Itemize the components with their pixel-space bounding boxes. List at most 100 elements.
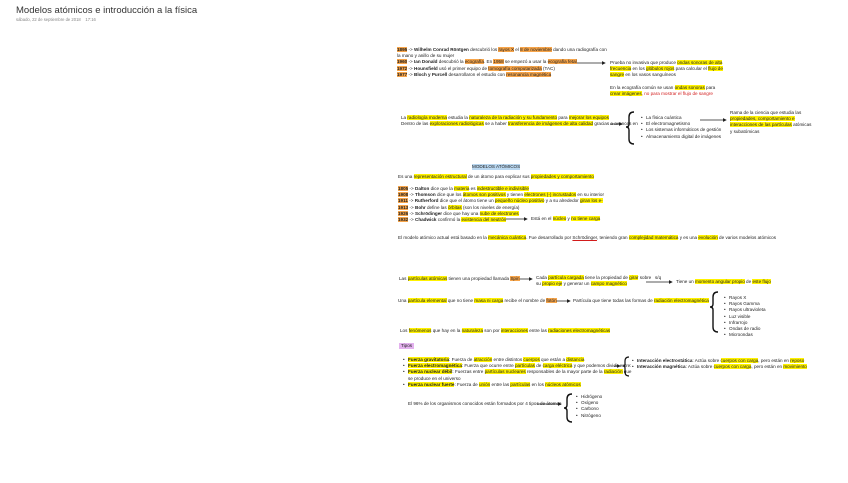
hl: radiación electromagnética [653,298,709,303]
hl: este flujo [752,279,771,284]
hl: flujo de [708,66,723,72]
hl: ondas sonoras de alta [677,60,723,65]
text: : Fuerza de [449,357,474,362]
list-item: Hidrógeno [576,394,602,400]
hl: atracción [473,357,493,362]
text: dice que la [429,186,455,191]
year: 1932 [398,217,409,223]
hl: crear imágenes [610,90,642,96]
name: Bloch y Purcell [414,71,448,77]
photon-detail: Partícula que tiene todas las formas de … [573,298,709,304]
name: Interacción electrostática [637,358,693,363]
name: Dalton [415,186,430,191]
text: , pero están en [751,364,784,370]
name: Bohr [415,204,426,210]
time-text: 17:16 [85,17,96,22]
hl: electrones (-) incrustados [524,192,577,198]
list-item: 1932 -> Chadwick confirmó la existencia … [398,217,507,223]
timeline-block: 1895 -> Wilhelm Conrad Röntgen descubrió… [397,47,607,78]
text: tiene la propiedad de [583,275,630,280]
text: : Actúa sobre [685,364,714,370]
hl: existencia del neutrón [461,217,507,223]
hl: cuerpos [523,357,540,362]
text: descubrió los [468,47,499,52]
text: : Actúa sobre [692,358,721,363]
year: 1960 [397,59,408,65]
name: Fuerza electromagnética [408,363,462,369]
list-item: Fuerza nuclear fuerte: Fuerza de unión e… [403,381,631,388]
hl: Spin [510,276,520,281]
hl: mejorar los equipos [568,115,609,120]
text: entre las [490,381,511,387]
hl: propiedades y comportamiento [530,174,594,179]
current-model-note: El modelo atómico actual está basado en … [398,235,776,241]
text: su [536,281,543,287]
hl: interacciones [500,328,528,333]
hl: fotón [546,298,557,303]
text: entre las [527,328,549,333]
text: desarrollaron el estudio con [447,71,507,77]
hl: núcleos atómicos [545,381,581,387]
text: Tiene un [676,279,695,284]
list-item: Los sistemas informáticos de gestión [641,127,721,133]
year: 1908 [398,192,409,198]
hl: campo magnético [590,281,627,287]
list-item-continuation: se produce en el universo [408,376,631,382]
hl: exploraciones radiológicas [429,121,484,127]
list-item: Interacción electrostática: Actúa sobre … [632,358,807,364]
date-text: sábado, 22 de septiembre de 2018 [16,17,81,22]
text: y tienen [505,192,525,198]
list-item: Microondas [724,332,766,338]
list-item: Fuerza nuclear débil: Fuerzas entre part… [403,369,631,376]
list-item: Carbono [576,406,602,412]
name: Fuerza gravitatoria [408,357,450,362]
hl: partícula cargada [548,275,584,280]
text: de [744,279,753,284]
text: y generar un [562,281,591,287]
text: recibe el nombre de [503,298,547,303]
text: se empezó a usar la [503,59,548,65]
list-item: Rayos X [724,295,766,301]
hl: nube de electrones [479,210,519,216]
text: Dentro de las [401,121,430,127]
text: y subatómicas [730,128,760,134]
hl: unión [478,381,491,387]
list-item: Fuerza gravitatoria: Fuerza de atracción… [403,357,631,363]
text: : Fuerza de [454,381,479,387]
timeline-row: la mano y anillo de su mujer [397,53,607,59]
hl: ecografía fetal [547,59,577,65]
text: Partícula que tiene todas las formas de [573,298,654,303]
hl: masa ni carga [474,298,504,303]
text: Prueba no invasiva que produce [610,60,678,65]
list-item: La física cuántica [641,115,721,121]
list-item: 1805 -> Dalton dice que la materia es in… [398,186,529,191]
text: de [534,363,543,369]
advances-list: La física cuántica El electromagnetismo … [641,115,721,140]
text: que no tiene [446,298,475,303]
text: En la ecografía común se usan [610,84,675,90]
text: en los [631,66,647,72]
text: la mano y anillo de su mujer [397,53,455,59]
text: entre distintos [492,357,524,362]
tipos-tag: Tipos [399,343,415,350]
hl: distancia [566,357,585,362]
text: se produce en el universo [408,375,461,381]
timeline-row: 1977 -> Bloch y Purcell desarrollaron el… [397,71,552,77]
list-item: Infrarrojo [724,320,766,326]
hl: partículas [515,363,535,369]
spin-detail: Cada partícula cargada tiene la propieda… [536,275,651,287]
text: Está en el [531,216,553,221]
hl: resonancia magnética [506,71,552,77]
photon-note: Una partícula elemental que no tiene mas… [398,298,557,304]
list-item: Oxígeno [576,400,602,406]
hl: 1958 [493,59,504,65]
atoms-list: Hidrógeno Oxígeno Carbono Nitrógeno [576,394,602,419]
hl: fenómenos [408,328,432,333]
list-item: Ondas de radio [724,326,766,332]
text: gracias a avances en [593,121,638,127]
text: dice que hay una [442,210,480,216]
timeline-row: 1895 -> Wilhelm Conrad Röntgen descubrió… [397,47,607,52]
text: : Fuerza que ocurre entre [461,363,515,369]
text: atómicas [791,122,812,128]
text: que están a [539,357,567,362]
